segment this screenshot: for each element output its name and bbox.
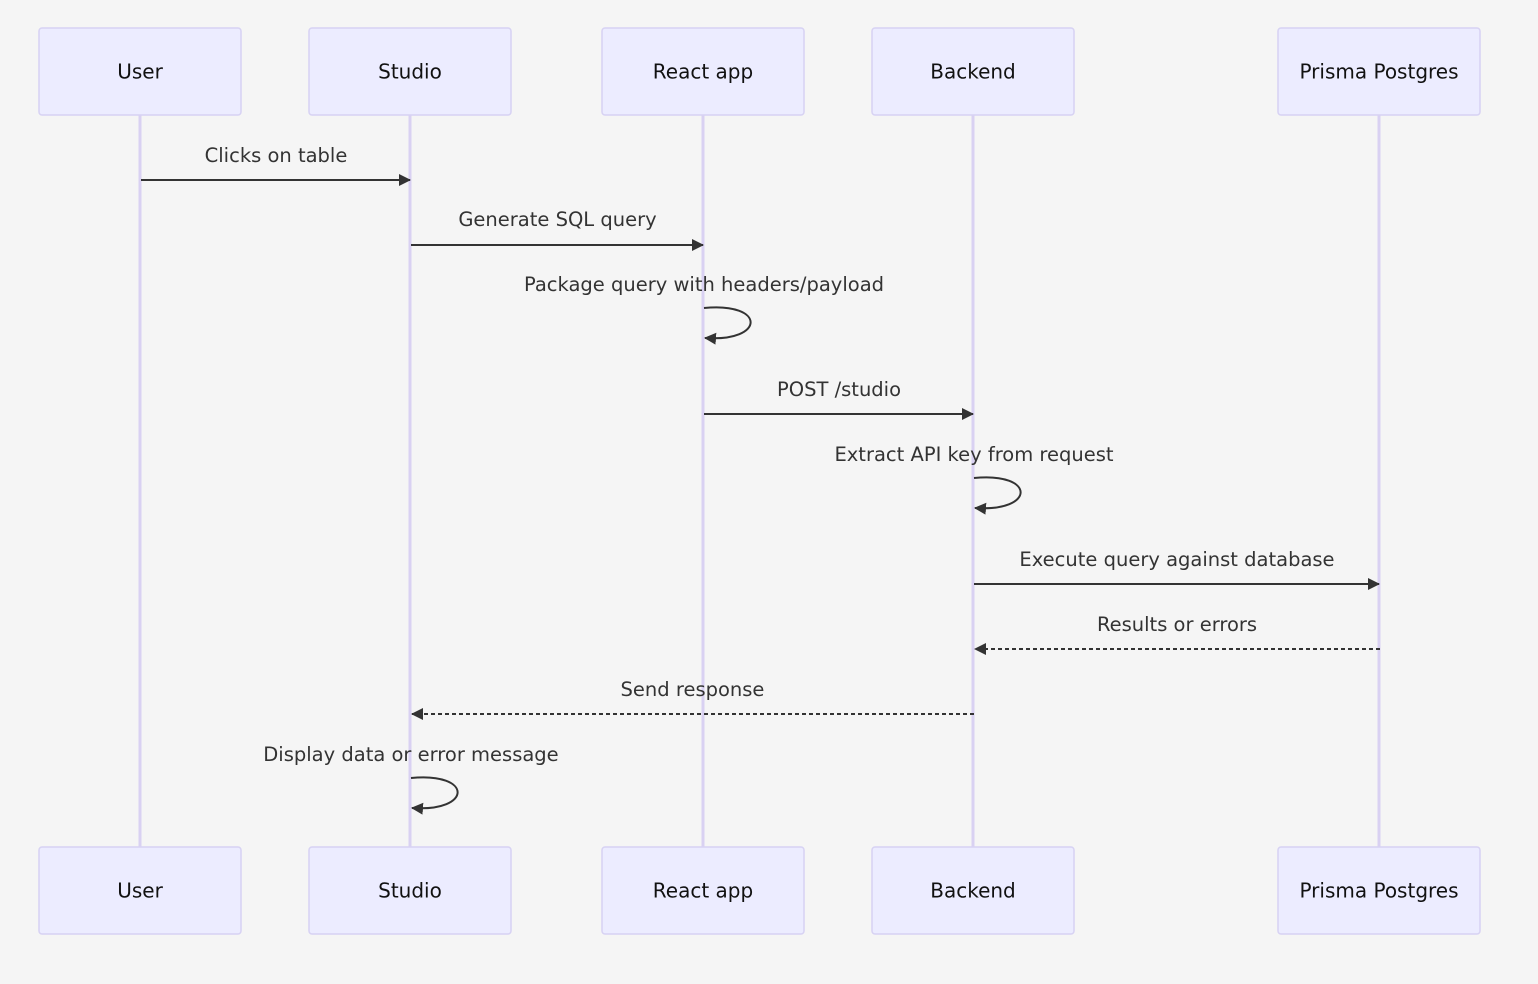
self-arrow [703,306,752,345]
message-1: Clicks on table [141,144,411,186]
actor-bottom-postgres: Prisma Postgres [1277,846,1481,935]
actor-box [308,846,512,935]
actor-label: User [117,60,163,84]
actors-bottom: User Studio React app Backend Prisma Postgre… [38,846,1481,935]
actor-top-backend: Backend [871,27,1075,116]
message-label: POST /studio [777,378,901,401]
message-8: Send response [411,678,974,720]
message-3: Package query with headers/payload [524,273,884,345]
actor-box [871,27,1075,116]
message-6: Execute query against database [974,548,1380,590]
actor-bottom-user: User [38,846,242,935]
actor-label: Prisma Postgres [1299,60,1458,84]
lifelines [138,115,1381,847]
actor-box [601,846,805,935]
actor-label: Backend [930,60,1016,84]
actor-top-user: User [38,27,242,116]
actor-label: React app [653,879,753,903]
message-label: Display data or error message [263,743,558,766]
actor-box [1277,27,1481,116]
message-7: Results or errors [974,613,1380,655]
actor-bottom-studio: Studio [308,846,512,935]
message-label: Generate SQL query [458,208,656,231]
self-arrow [410,776,459,815]
actor-bottom-backend: Backend [871,846,1075,935]
actor-box [1277,846,1481,935]
actors-top: User Studio React app Backend Prisma Postgre… [38,27,1481,116]
message-label: Clicks on table [205,144,348,167]
message-label: Extract API key from request [834,443,1113,466]
actor-label: Studio [378,879,442,903]
message-label: Package query with headers/payload [524,273,884,296]
message-label: Send response [621,678,765,701]
actor-box [38,27,242,116]
message-label: Execute query against database [1019,548,1334,571]
message-2: Generate SQL query [411,208,704,251]
actor-bottom-react: React app [601,846,805,935]
actor-top-postgres: Prisma Postgres [1277,27,1481,116]
self-arrow [973,476,1022,515]
actor-top-studio: Studio [308,27,512,116]
message-5: Extract API key from request [834,443,1114,515]
message-4: POST /studio [704,378,974,420]
actor-label: Prisma Postgres [1299,879,1458,903]
actor-label: React app [653,60,753,84]
actor-label: Studio [378,60,442,84]
actor-box [308,27,512,116]
actor-label: Backend [930,879,1016,903]
message-9: Display data or error message [263,743,559,815]
actor-box [871,846,1075,935]
actor-top-react: React app [601,27,805,116]
actor-box [601,27,805,116]
actor-label: User [117,879,163,903]
actor-box [38,846,242,935]
message-label: Results or errors [1097,613,1257,636]
